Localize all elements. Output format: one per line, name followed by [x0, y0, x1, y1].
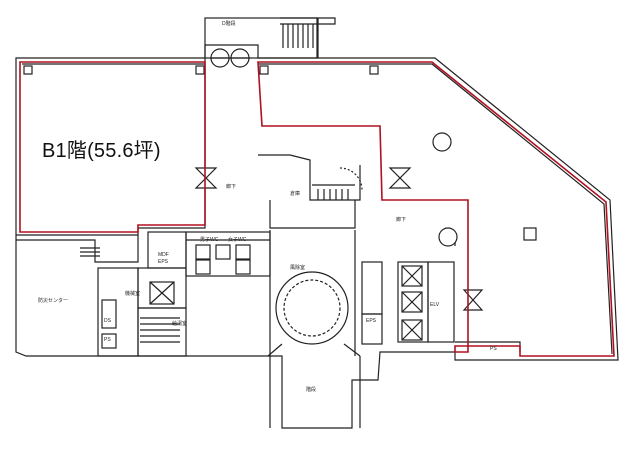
label-ps-bottom: PS — [490, 346, 497, 352]
label-eps: EPS — [158, 259, 169, 265]
label-eps-right: EPS — [366, 318, 377, 324]
label-mdf: MDF — [158, 252, 169, 258]
leasable-boundary — [19, 61, 615, 357]
label-room-center: 風除室 — [290, 265, 306, 271]
label-mech: 機械室 — [125, 291, 141, 297]
label-room-left: 防災センター — [38, 298, 69, 304]
label-corridor-left: 廊下 — [226, 184, 237, 190]
floor-title: B1階(55.6坪) — [42, 140, 161, 162]
label-corridor-right: 廊下 — [396, 217, 407, 223]
label-wc-f: 女子WC — [228, 237, 247, 243]
label-ps-left: PS — [104, 337, 111, 343]
building-outline — [15, 17, 619, 429]
label-entrance: 階段 — [306, 387, 317, 393]
label-wc-m: 男子WC — [200, 237, 219, 243]
label-elv: ELV — [430, 302, 440, 308]
label-storage: 倉庫 — [290, 191, 301, 197]
label-stair-top: D階段 — [222, 21, 236, 27]
label-ds: DS — [104, 318, 111, 324]
label-pantry: 給湯室 — [172, 321, 188, 327]
